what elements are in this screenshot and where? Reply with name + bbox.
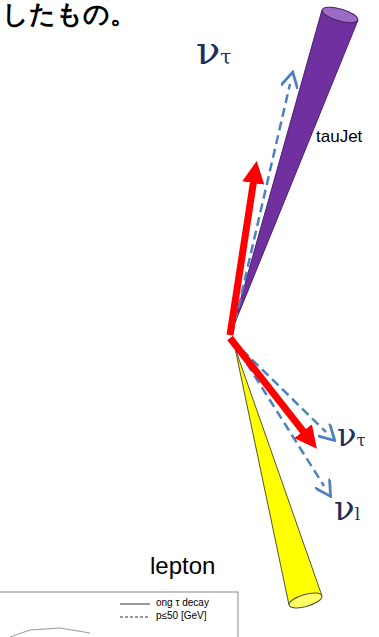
particle-symbol: ντ (196, 28, 231, 72)
caption-fragment: したもの。 (2, 0, 136, 29)
tau-jet-cone (232, 10, 358, 330)
lepton-cap (288, 590, 324, 611)
lepton-cone (235, 348, 322, 605)
plot-curve (10, 628, 90, 637)
neutrino-arrow (232, 84, 290, 335)
jet-label: tauJet (316, 128, 362, 147)
particle-symbol: νl (334, 490, 360, 527)
particle-symbol: ντ (337, 418, 365, 453)
momentum-arrow (230, 172, 255, 335)
lepton-label: lepton (150, 553, 215, 579)
plot-legend-text: ong τ decay (156, 597, 209, 608)
plot-legend-text: p≤50 [GeV] (156, 610, 207, 621)
tau-jet-cap (321, 4, 360, 26)
legend-sample (120, 617, 150, 618)
momentum-arrow (230, 338, 310, 440)
plot-frame (0, 592, 238, 637)
legend-sample (120, 604, 150, 605)
